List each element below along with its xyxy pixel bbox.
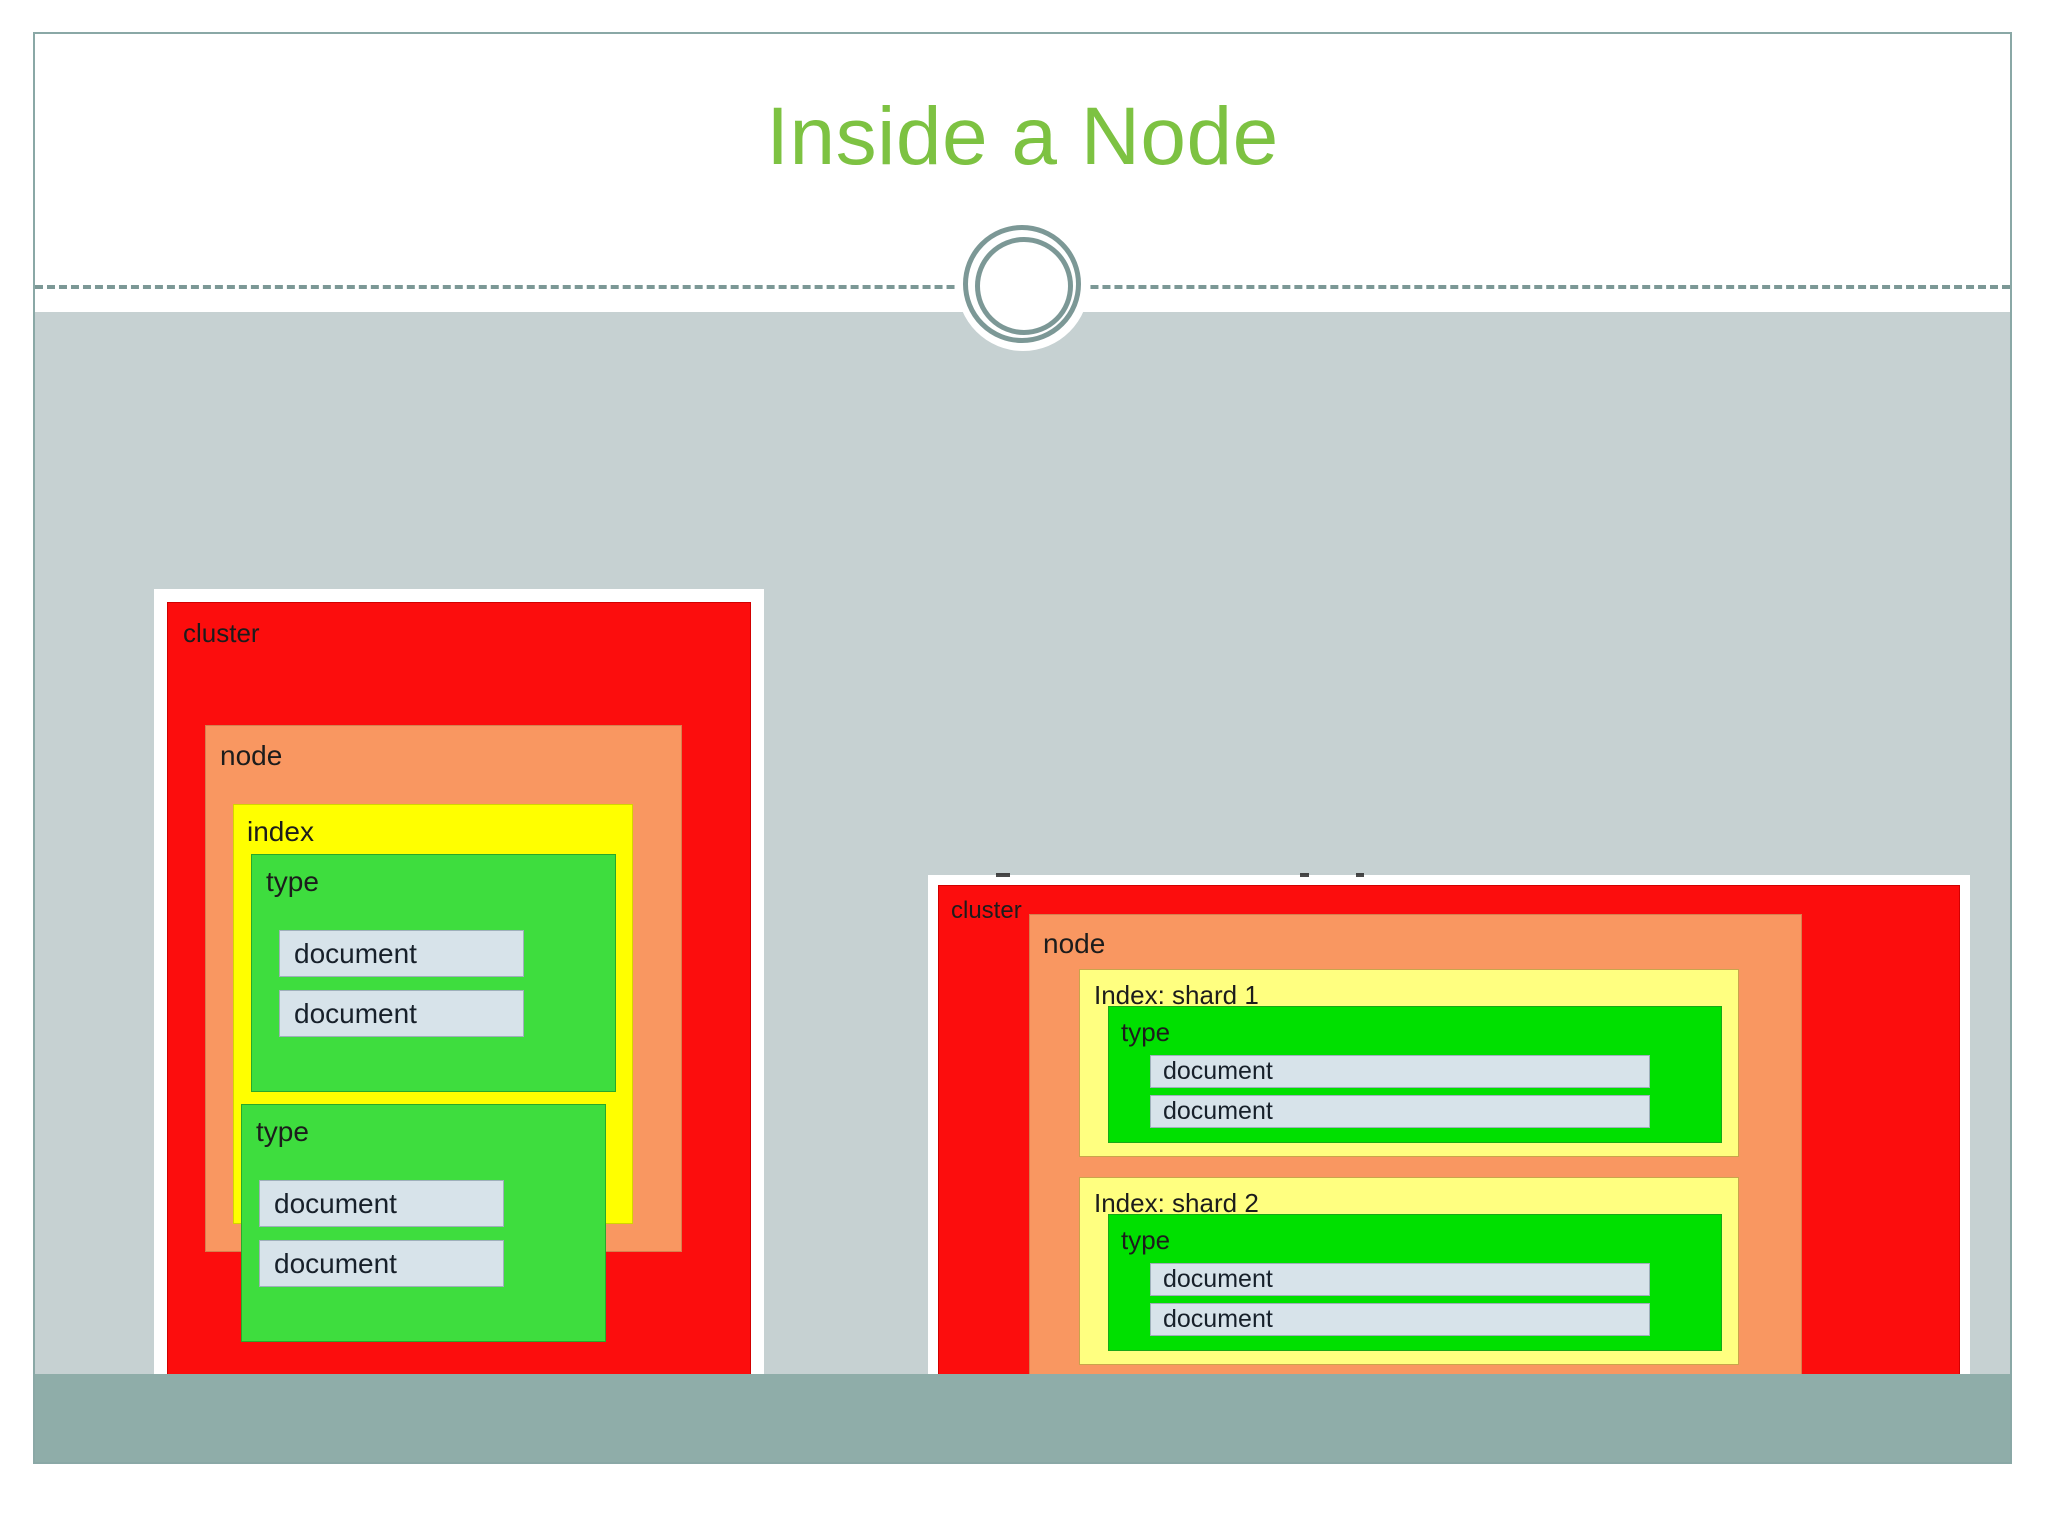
right-index-shard-2-label: Index: shard 2 <box>1094 1188 1259 1218</box>
left-document-2: document <box>279 990 524 1037</box>
left-type-label-2: type <box>256 1116 309 1147</box>
clipped-text-artifact-3 <box>1356 873 1364 877</box>
diagram-single-index-node: cluster node index type document documen… <box>154 589 764 1462</box>
right-type-box-2: type document document <box>1108 1214 1722 1351</box>
left-type-box-1: type document document <box>251 854 616 1092</box>
left-document-4: document <box>259 1240 504 1287</box>
clipped-text-artifact-1 <box>996 873 1010 877</box>
right-type-label-2: type <box>1121 1225 1171 1255</box>
left-type-box-2: type document document <box>241 1104 606 1342</box>
right-type-box-1: type document document <box>1108 1006 1722 1143</box>
right-index-shard-1-box: Index: shard 1 type document document <box>1079 969 1739 1157</box>
left-cluster-box: cluster node index type document documen… <box>167 602 751 1462</box>
clipped-text-artifact-2 <box>1300 873 1309 877</box>
slide-footer-strip <box>35 1374 2010 1462</box>
right-document-4: document <box>1150 1303 1650 1336</box>
left-node-box: node index type document document type <box>205 725 682 1342</box>
left-document-3: document <box>259 1180 504 1227</box>
right-node-box: node Index: shard 1 type document docume… <box>1029 914 1802 1436</box>
right-node-label: node <box>1043 928 1106 959</box>
right-type-label-1: type <box>1121 1017 1171 1047</box>
left-index-box: index type document document type docume… <box>233 804 633 1342</box>
left-node-label: node <box>220 740 283 771</box>
page-title: Inside a Node <box>766 91 1279 182</box>
double-ring-circle-icon <box>956 219 1089 351</box>
slide: Inside a Node cluster node index type do… <box>33 32 2012 1464</box>
right-index-shard-1-label: Index: shard 1 <box>1094 980 1259 1010</box>
right-document-3: document <box>1150 1263 1650 1296</box>
left-type-label-1: type <box>266 866 319 897</box>
slide-body: cluster node index type document documen… <box>35 312 2010 1462</box>
right-cluster-label: cluster <box>951 897 1022 924</box>
right-document-1: document <box>1150 1055 1650 1088</box>
right-document-2: document <box>1150 1095 1650 1128</box>
circle-inner-ring <box>974 237 1073 335</box>
circle-outer-ring <box>962 225 1081 343</box>
right-index-shard-2-box: Index: shard 2 type document document <box>1079 1177 1739 1365</box>
left-document-1: document <box>279 930 524 977</box>
left-cluster-label: cluster <box>183 618 260 648</box>
left-index-label: index <box>247 816 314 847</box>
